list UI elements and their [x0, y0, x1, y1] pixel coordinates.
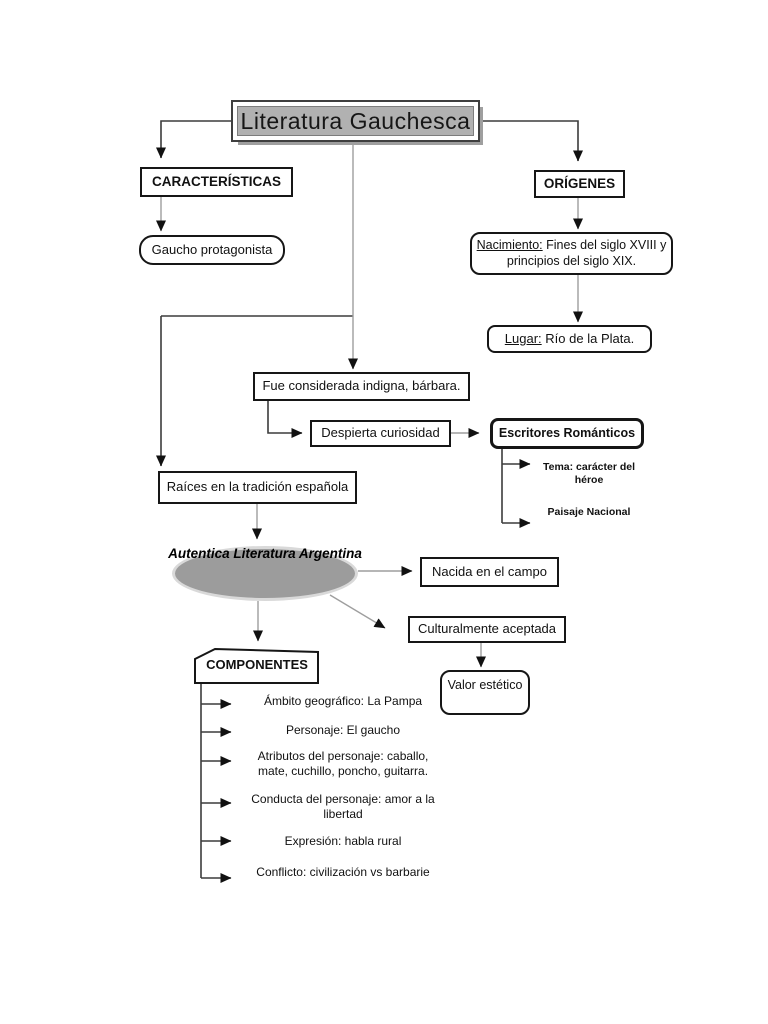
- componentes-item-personaje: Personaje: El gaucho: [285, 723, 401, 737]
- node-escritores-romanticos: Escritores Románticos: [490, 418, 644, 449]
- nacimiento-rest-text: Fines del siglo XVIII y principios del s…: [506, 237, 667, 268]
- node-autentica-literatura: Autentica Literatura Argentina: [168, 546, 362, 561]
- node-paisaje-nacional: Paisaje Nacional: [547, 506, 631, 518]
- nacimiento-underlined-label: Nacimiento:: [476, 237, 543, 252]
- node-lugar: Lugar: Río de la Plata.: [487, 325, 652, 353]
- node-fue-considerada: Fue considerada indigna, bárbara.: [253, 372, 470, 401]
- node-valor-estetico-label: Valor estético: [447, 678, 523, 692]
- connector-ellipse-to-culturalmente: [329, 594, 386, 629]
- componentes-item-conducta: Conducta del personaje: amor a la libert…: [251, 792, 435, 821]
- node-despierta-curiosidad: Despierta curiosidad: [310, 420, 451, 447]
- lugar-underlined-label: Lugar:: [504, 330, 542, 346]
- node-gaucho-protagonista: Gaucho protagonista: [139, 235, 285, 265]
- node-nacida-campo-label: Nacida en el campo: [432, 563, 547, 579]
- gray-connectors: [156, 142, 583, 668]
- title-box: Literatura Gauchesca: [231, 100, 480, 142]
- node-escritores-romanticos-label: Escritores Románticos: [498, 425, 636, 440]
- lugar-rest-text: Río de la Plata.: [545, 330, 635, 346]
- node-caracteristicas-label: CARACTERÍSTICAS: [151, 173, 281, 189]
- node-valor-estetico: Valor estético: [440, 670, 530, 715]
- componentes-item-ambito: Ámbito geográfico: La Pampa: [263, 694, 423, 708]
- node-nacimiento-text: Nacimiento: Fines del siglo XVIII y prin…: [475, 238, 668, 269]
- componentes-plaque-shape: [194, 647, 319, 684]
- node-despierta-curiosidad-label: Despierta curiosidad: [321, 425, 440, 441]
- node-nacimiento: Nacimiento: Fines del siglo XVIII y prin…: [470, 232, 673, 275]
- componentes-item-conflicto: Conflicto: civilización vs barbarie: [256, 865, 430, 879]
- node-fue-considerada-label: Fue considerada indigna, bárbara.: [262, 378, 461, 394]
- connector-fue-to-despierta: [267, 401, 303, 438]
- node-origenes-label: ORÍGENES: [543, 175, 616, 191]
- node-tema-heroe: Tema: carácter del héroe: [542, 461, 636, 486]
- node-nacida-campo: Nacida en el campo: [420, 557, 559, 587]
- connector-title-to-origenes: [479, 120, 583, 162]
- componentes-item-expresion: Expresión: habla rural: [284, 834, 402, 848]
- node-caracteristicas: CARACTERÍSTICAS: [140, 167, 293, 197]
- node-culturalmente-aceptada: Culturalmente aceptada: [408, 616, 566, 643]
- autentica-ellipse-shape: [172, 546, 358, 601]
- componentes-item-atributos: Atributos del personaje: caballo, mate, …: [257, 749, 429, 778]
- page-title: Literatura Gauchesca: [237, 106, 474, 136]
- node-culturalmente-aceptada-label: Culturalmente aceptada: [417, 621, 557, 637]
- node-origenes: ORÍGENES: [534, 170, 625, 198]
- node-raices: Raíces en la tradición española: [158, 471, 357, 504]
- node-raices-label: Raíces en la tradición española: [166, 479, 349, 495]
- dark-connectors: [156, 120, 583, 883]
- node-lugar-text: Lugar: Río de la Plata.: [489, 331, 650, 347]
- node-gaucho-protagonista-label: Gaucho protagonista: [151, 241, 273, 257]
- node-componentes: COMPONENTES: [206, 657, 308, 672]
- connector-title-to-caracteristicas: [156, 120, 232, 159]
